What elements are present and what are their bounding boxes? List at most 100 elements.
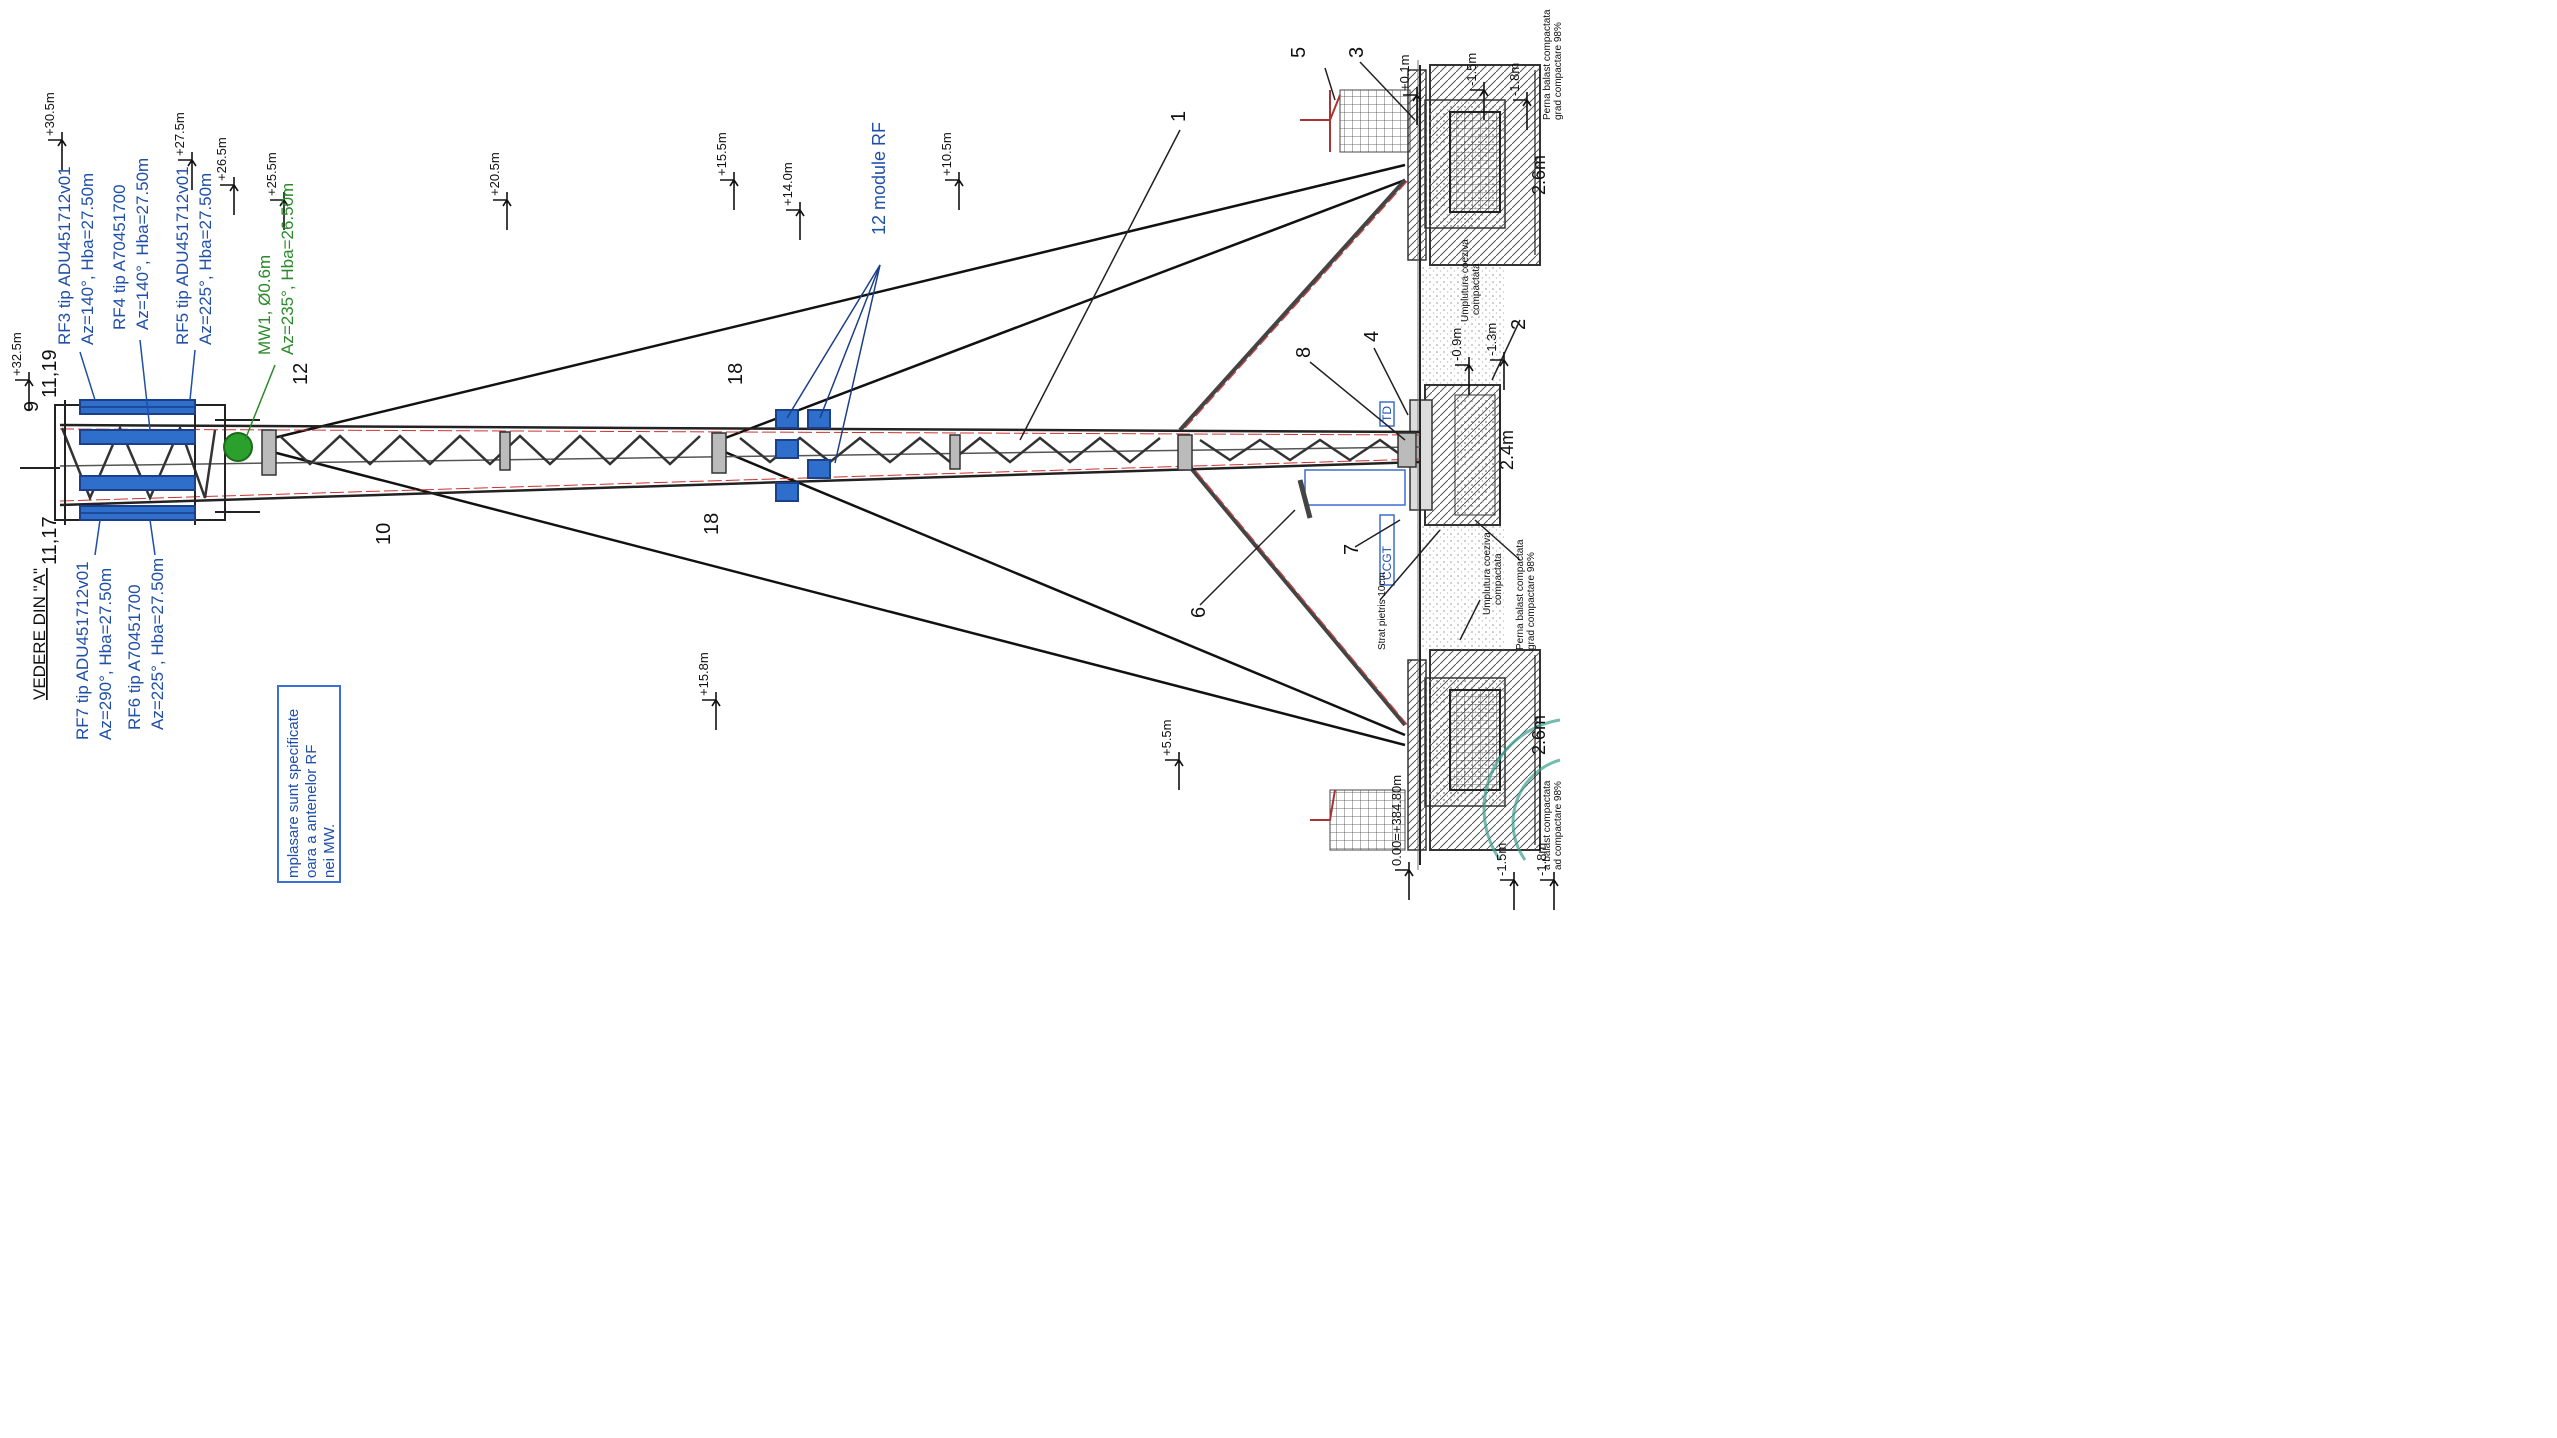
rf5-label: RF5 tip ADU451712v01 Az=225°, Hba=27.50m <box>173 166 215 345</box>
rf7-line1: RF7 tip ADU451712v01 <box>73 561 92 740</box>
callout-10: 10 <box>373 523 395 545</box>
elevation-label: +32.5m <box>9 332 24 376</box>
rf-modules <box>775 409 831 502</box>
callout-8: 8 <box>1293 347 1315 358</box>
elevation-label: +5.5m <box>1159 720 1174 757</box>
elevation-marker: -1.5m <box>1464 53 1489 120</box>
ccgt-label: CCGT <box>1380 545 1394 580</box>
mast <box>20 423 1421 507</box>
callout-2: 2 <box>1508 319 1530 330</box>
elevation-label: -1.8m <box>1507 63 1522 96</box>
elevation-label: +0.1m <box>1397 55 1412 92</box>
soil-fill-upper-2: compactata <box>1471 263 1482 315</box>
soil-notes: Perna balast compactata grad compactare … <box>1377 9 1564 870</box>
note-line-3: nei MW. <box>321 824 338 878</box>
mw1-dish <box>223 432 253 462</box>
callout-1: 1 <box>1168 111 1190 122</box>
elevation-label: +15.8m <box>696 652 711 696</box>
rf6-line2: Az=225°, Hba=27.50m <box>148 558 167 730</box>
callout-leaders <box>1019 61 1521 641</box>
mw1-line2: Az=235°, Hba=26.50m <box>278 183 297 355</box>
elevation-marker: +32.5m <box>9 332 34 410</box>
view-title: VEDERE DIN "A" <box>30 568 49 700</box>
elevation-marker: -1.3m <box>1484 323 1509 390</box>
rf5-line1: RF5 tip ADU451712v01 <box>173 166 192 345</box>
rf4-line2: Az=140°, Hba=27.50m <box>133 158 152 330</box>
elevation-label: -1.8m <box>1534 843 1549 876</box>
rf4-line1: RF4 tip A70451700 <box>110 184 129 330</box>
dim-bottom: 2.6m <box>1529 715 1549 755</box>
elevation-marker: +27.5m <box>172 112 197 190</box>
elevation-label: 0.00=+384.80m <box>1389 775 1404 866</box>
guy-wires <box>264 163 1406 747</box>
dim-middle: 2.4m <box>1497 430 1517 470</box>
soil-ballast-mid-2: grad compactare 98% <box>1526 552 1537 650</box>
soil-ballast-mid-1: Perna balast compactata <box>1515 539 1526 650</box>
callout-11-19: 11,19 <box>39 349 61 398</box>
callout-5: 5 <box>1288 47 1310 58</box>
mw1-label: MW1, Ø0.6m Az=235°, Hba=26.50m <box>255 183 297 355</box>
elevation-label: +27.5m <box>172 112 187 156</box>
base-equipment <box>1297 401 1406 586</box>
dim-top: 2.6m <box>1529 155 1549 195</box>
callout-12: 12 <box>290 363 312 385</box>
elevation-label: -1.3m <box>1484 323 1499 356</box>
label-leaders <box>79 339 276 556</box>
callout-3: 3 <box>1346 47 1368 58</box>
ground-fill <box>1417 60 1505 870</box>
td-label: TD <box>1380 406 1394 422</box>
elevation-label: -1.5m <box>1464 53 1479 86</box>
elevation-marker: -1.8m <box>1507 63 1532 130</box>
dimension-lines <box>1499 70 1536 845</box>
elevation-marker: +14.0m <box>780 162 805 240</box>
rf5-line2: Az=225°, Hba=27.50m <box>196 173 215 345</box>
rf-modules-label: 12 module RF <box>869 122 889 235</box>
note-box <box>277 685 341 883</box>
elevation-label: +30.5m <box>42 92 57 136</box>
elevation-label: -0.9m <box>1449 328 1464 361</box>
note-line-2: oara a antenelor RF <box>303 745 320 878</box>
mw1-line1: MW1, Ø0.6m <box>255 255 274 355</box>
callout-9: 9 <box>21 401 43 412</box>
elevation-marker: 0.00=+384.80m <box>1389 775 1414 900</box>
elevation-marker: +5.5m <box>1159 720 1184 790</box>
elevation-marker: +15.5m <box>714 132 739 210</box>
soil-fill-lower-1: Umplutura coeziva <box>1482 532 1493 615</box>
rf3-label: RF3 tip ADU451712v01 Az=140°, Hba=27.50m <box>55 166 97 345</box>
rf5-antenna-lines <box>80 406 195 514</box>
elevation-marker: +30.5m <box>42 92 67 170</box>
mast-flanges <box>261 429 1417 476</box>
elevation-marker: -0.9m <box>1449 328 1474 395</box>
soil-fill-upper-1: Umplutura coeziva <box>1460 239 1471 322</box>
dimension-labels: 2.6m 2.4m 2.6m <box>1497 155 1549 755</box>
elevation-marker: +0.1m <box>1397 55 1422 125</box>
elevation-label: +14.0m <box>780 162 795 206</box>
rf-module-leaders <box>786 264 881 464</box>
rf6-label: RF6 tip A70451700 Az=225°, Hba=27.50m <box>125 558 167 730</box>
note-text: mplasare sunt specificate oara a antenel… <box>285 709 338 878</box>
rf7-line2: Az=290°, Hba=27.50m <box>96 568 115 740</box>
callout-11-17: 11,17 <box>39 516 61 565</box>
elevation-marker: +25.5m <box>264 152 289 230</box>
rf4-antenna <box>79 429 196 445</box>
elevation-label: -1.5m <box>1494 843 1509 876</box>
rf6-antenna <box>79 475 196 491</box>
elevation-marker: -1.5m <box>1494 843 1519 910</box>
elevation-marker: +10.5m <box>939 132 964 210</box>
elevation-label: +10.5m <box>939 132 954 176</box>
elevation-label: +15.5m <box>714 132 729 176</box>
callout-7: 7 <box>1341 544 1363 555</box>
rf7-label: RF7 tip ADU451712v01 Az=290°, Hba=27.50m <box>73 561 115 740</box>
foundation-middle <box>1409 384 1501 526</box>
ccgt-box <box>1379 514 1395 586</box>
soil-right-bottom-1: a balast compactata <box>1542 780 1553 870</box>
strut-red-lines <box>1184 177 1411 729</box>
soil-fill-lower-2: compactata <box>1493 553 1504 605</box>
elevation-markers: +32.5m+30.5m+27.5m+26.5m+25.5m+20.5m+15.… <box>9 53 1559 910</box>
soil-right-bottom-2: ad compactare 98% <box>1553 781 1564 870</box>
elevation-marker: -1.8m <box>1534 843 1559 910</box>
elevation-marker: +26.5m <box>214 137 239 215</box>
callout-18-top: 18 <box>725 363 747 385</box>
soil-gravel: Strat pietris 10cm <box>1377 572 1388 650</box>
